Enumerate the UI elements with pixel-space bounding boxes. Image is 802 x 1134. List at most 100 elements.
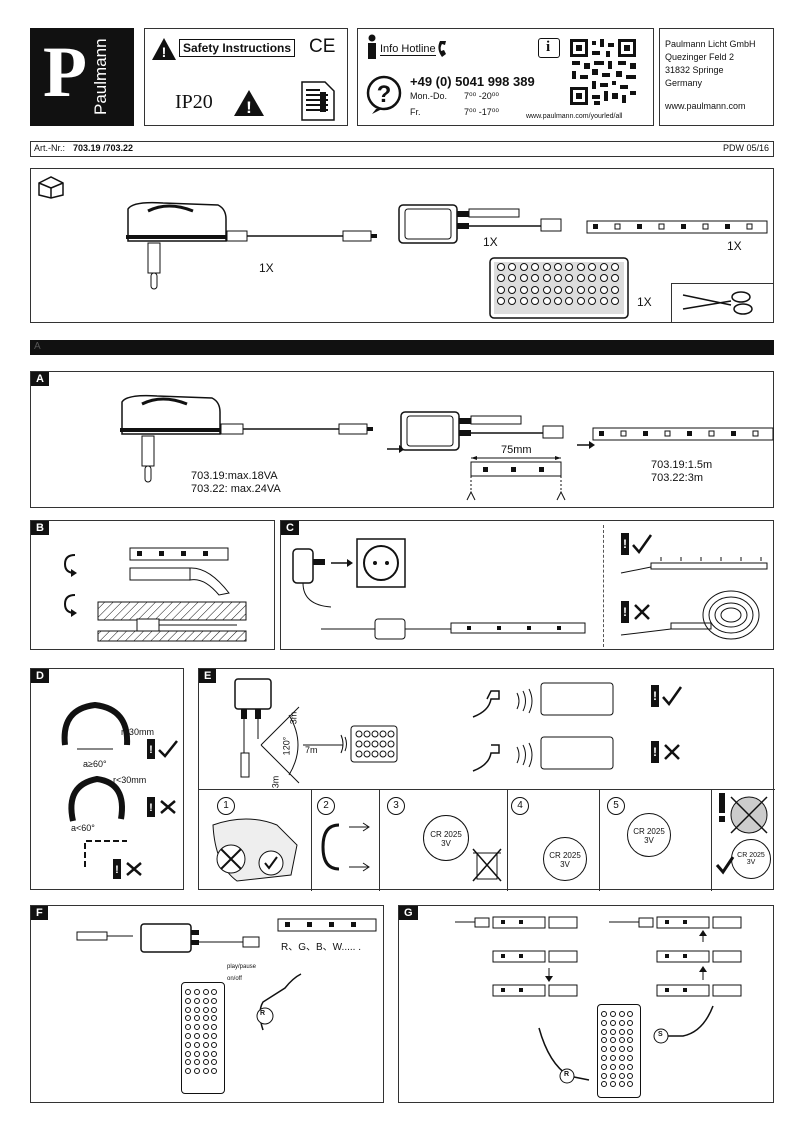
- warning-icon: !: [152, 38, 176, 60]
- remote-button: [627, 1019, 634, 1026]
- remote-button-grid: [601, 1011, 637, 1093]
- remote-button: [601, 1081, 607, 1088]
- package-contents-panel: 1X 1X 1X 1X: [30, 168, 774, 323]
- scissors-icon: [682, 291, 753, 315]
- cross-icon: !: [113, 859, 142, 879]
- step-number: 3: [387, 797, 405, 815]
- svg-text:!: !: [162, 44, 167, 60]
- remote-button: [576, 297, 585, 306]
- strip-back: [129, 567, 230, 596]
- remote-button: [193, 1024, 200, 1031]
- adapter-qty: 1X: [259, 261, 274, 275]
- controller-qty: 1X: [483, 235, 498, 249]
- safety-title: Safety Instructions: [179, 39, 296, 57]
- check-icon: !: [651, 685, 683, 707]
- remote-button: [627, 1081, 634, 1088]
- remote-button: [611, 274, 619, 283]
- section-label: A: [31, 372, 49, 386]
- remote-button: [618, 1063, 625, 1070]
- remote-button: [565, 263, 574, 271]
- bend-ok-diagram: [61, 701, 131, 750]
- battery-steps: [199, 789, 775, 891]
- remote-button: [211, 1059, 218, 1066]
- pdw-code: PDW 05/16: [722, 143, 769, 153]
- hours-time: 7⁰⁰ -17⁰⁰: [464, 107, 499, 117]
- info-square-icon: i: [538, 38, 560, 58]
- remote-button: [565, 297, 574, 306]
- remote-button: [202, 989, 209, 995]
- remote-button: [618, 1037, 625, 1044]
- remote-button: [618, 1055, 625, 1061]
- section-c: C ! !: [280, 520, 774, 650]
- section-label: D: [31, 669, 49, 683]
- cross-icon: !: [621, 601, 650, 623]
- remote-button-grid: [185, 989, 221, 1089]
- hotline-url[interactable]: www.paulmann.com/yourled/all: [526, 113, 623, 120]
- safety-panel: ! Safety Instructions CE IP20 !: [144, 28, 348, 126]
- tray-open-icon: [321, 822, 370, 872]
- remote-button: [508, 274, 517, 283]
- company-line: Quezinger Feld 2: [665, 52, 735, 62]
- remote-button: [611, 285, 619, 294]
- remote-button: [497, 274, 505, 283]
- led-strip: [277, 918, 377, 932]
- remote-button: [601, 1019, 607, 1026]
- power-adapter: [126, 201, 377, 290]
- remote-button: [599, 274, 608, 283]
- connected-system: [321, 618, 586, 640]
- remote-control: [597, 1004, 641, 1098]
- step-divider: [711, 789, 712, 891]
- section-label: G: [399, 906, 418, 920]
- remote-button: [627, 1063, 634, 1070]
- remote-button: [609, 1081, 616, 1088]
- step-divider: [379, 789, 380, 891]
- controller-receiver: [234, 678, 272, 778]
- remote-button: [609, 1028, 616, 1035]
- logo-letter: P: [43, 32, 87, 112]
- remote-button: [497, 285, 505, 294]
- remote-button: [627, 1037, 634, 1044]
- arrow-icon: [577, 441, 595, 449]
- svg-text:!: !: [246, 98, 252, 117]
- qr-code[interactable]: [568, 37, 638, 107]
- company-line: Germany: [665, 78, 703, 88]
- section-g: G R S: [398, 905, 774, 1103]
- rotate-icon: [63, 554, 77, 577]
- warning-icon: !: [234, 90, 264, 117]
- remote-button: [202, 1059, 209, 1066]
- controller-unit: [400, 411, 564, 451]
- company-line: Paulmann Licht GmbH: [665, 39, 756, 49]
- remote-button: [609, 1037, 616, 1044]
- hours-time: 7⁰⁰ -20⁰⁰: [464, 91, 499, 101]
- remote-button: [627, 1072, 634, 1079]
- remote-button: [185, 997, 191, 1004]
- check-mark-icon: [715, 856, 735, 875]
- remote-button: [185, 1015, 191, 1022]
- receiver-bad: [472, 736, 614, 772]
- plug-to-socket: [292, 538, 406, 608]
- battery-coin: CR 2025 3V: [627, 813, 671, 857]
- receiver-ok: [472, 682, 614, 718]
- remote-button: [609, 1011, 616, 1017]
- controller-chain: [76, 923, 260, 953]
- on-off-label: on/off: [227, 976, 242, 982]
- remote-button: [508, 263, 517, 271]
- section-f: F R、G、B、W..... . play/pause on/off R: [30, 905, 384, 1103]
- remote-button: [542, 263, 551, 271]
- remote-button: [599, 263, 608, 271]
- question-icon: ?: [366, 75, 402, 114]
- remote-button: [611, 297, 619, 306]
- remote-button: [565, 285, 574, 294]
- scissors-panel: [671, 283, 774, 323]
- section-label: B: [31, 521, 49, 535]
- svg-text:!: !: [149, 744, 153, 756]
- section-label: E: [199, 669, 217, 683]
- svg-text:?: ?: [377, 81, 392, 108]
- section-bar: A: [30, 340, 774, 355]
- article-label: Art.-Nr.:: [34, 143, 65, 153]
- company-website[interactable]: www.paulmann.com: [665, 101, 746, 111]
- hand-open-icon: [212, 818, 298, 882]
- info-icon: [368, 34, 376, 59]
- svg-text:!: !: [653, 689, 657, 703]
- warning-exclamation-icon: [719, 793, 725, 822]
